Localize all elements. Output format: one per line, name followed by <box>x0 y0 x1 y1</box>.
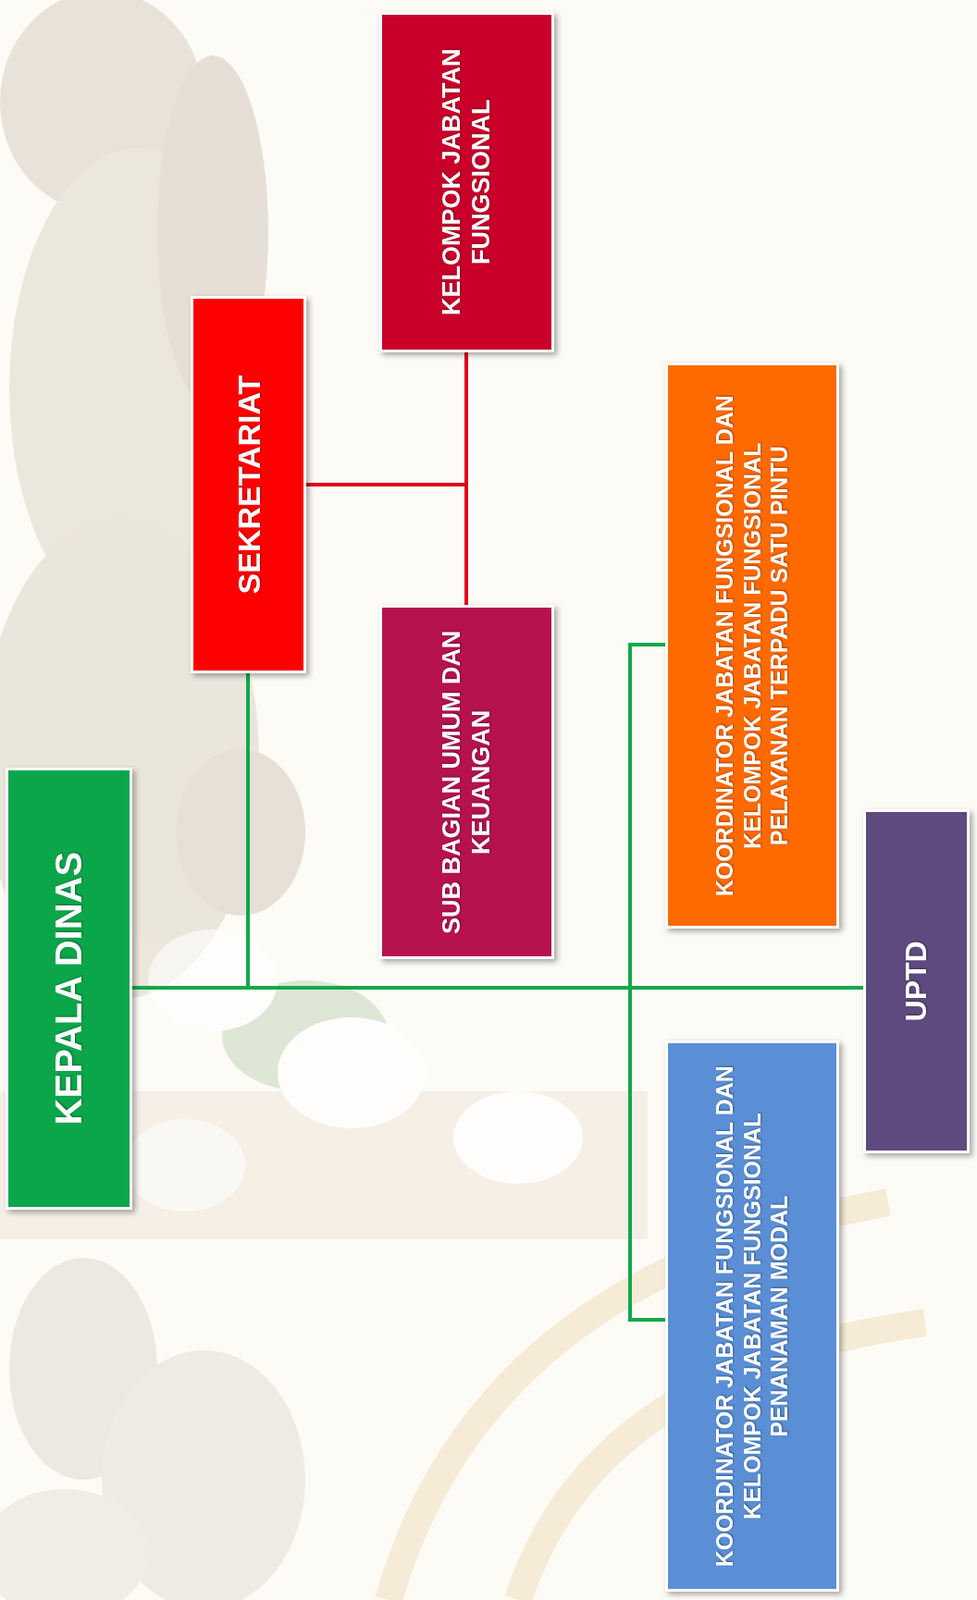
connector-line <box>132 986 864 990</box>
unit-box: UPTD <box>863 809 970 1154</box>
box-label: SEKRETARIAT <box>229 309 267 661</box>
connector-line <box>132 988 666 1321</box>
statue-figure-lower <box>0 1258 306 1600</box>
box-label: UPTD <box>899 822 935 1141</box>
subsection-box: SUB BAGIAN UMUM DAN KEUANGAN <box>379 605 555 960</box>
box-label: KOORDINATOR JABATAN FUNGSIONAL DAN KELOM… <box>711 375 794 916</box>
box-label: SUB BAGIAN UMUM DAN KEUANGAN <box>437 618 497 947</box>
coordinator-box: KOORDINATOR JABATAN FUNGSIONAL DAN KELOM… <box>665 1040 840 1593</box>
box-label: KELOMPOK JABATAN FUNGSIONAL <box>437 24 497 340</box>
secretariat-box: SEKRETARIAT <box>190 296 307 674</box>
swirl-decor <box>388 1202 926 1600</box>
connector-line <box>306 352 467 485</box>
box-label: KEPALA DINAS <box>47 780 91 1198</box>
connector-line <box>306 484 467 606</box>
connector-line <box>132 673 248 989</box>
functional-group-box: KELOMPOK JABATAN FUNGSIONAL <box>379 12 555 353</box>
head-box: KEPALA DINAS <box>5 767 133 1211</box>
coordinator-box: KOORDINATOR JABATAN FUNGSIONAL DAN KELOM… <box>665 362 840 929</box>
box-label: KOORDINATOR JABATAN FUNGSIONAL DAN KELOM… <box>711 1053 794 1580</box>
